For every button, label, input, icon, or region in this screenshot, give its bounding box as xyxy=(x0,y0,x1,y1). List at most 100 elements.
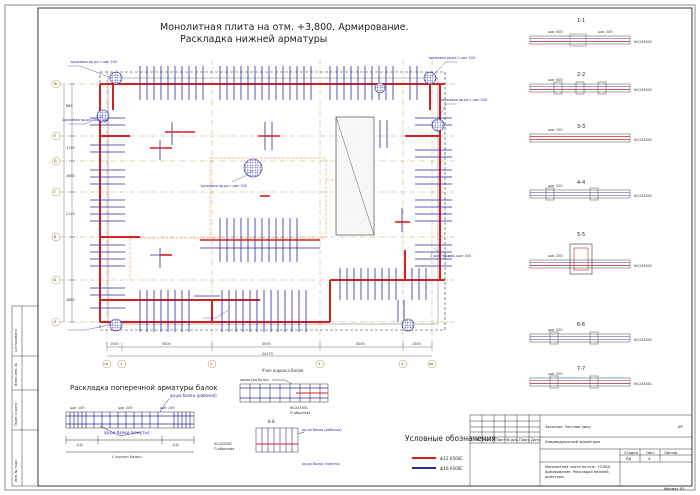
title-block xyxy=(469,414,693,487)
tb-col: Изм. xyxy=(472,438,481,442)
tb-sheets-hdr: Листов xyxy=(664,451,678,455)
section-mark: Ф12А500С xyxy=(634,194,653,198)
beam-node-label: Ф12А500С xyxy=(214,442,233,446)
section-note: шаг 200 xyxy=(598,30,613,34)
beam-stirrups-label: ар-ра балки (хомуты) xyxy=(104,430,150,435)
section-mark: Ф12А500С xyxy=(634,264,653,268)
tb-sheet-code: АР xyxy=(678,425,683,429)
legend-label-red: ф12 А500С xyxy=(440,456,463,461)
tb-col: Подп. xyxy=(519,438,530,442)
beam-stirrup-detail xyxy=(65,397,195,453)
beam-node-label: Ф12А500С xyxy=(290,406,309,410)
section-mark: Ф12А500С xyxy=(634,338,653,342)
plan-callout: 1рожевая ар-ра L шаг 200 xyxy=(70,60,117,64)
dim-left: 880 xyxy=(66,104,73,108)
beam-node-detail xyxy=(239,379,329,453)
side-stamp-label: Согласовано xyxy=(14,329,18,352)
section-note: шаг 500 xyxy=(548,78,563,82)
plan-callout: 1рожевая ар-ра L шаг 200 xyxy=(440,98,487,102)
section-title: 7-7 xyxy=(577,366,586,372)
axis-col-label: 2 xyxy=(210,362,213,366)
outer-frame xyxy=(4,4,696,491)
tb-sheet: 4 xyxy=(648,457,651,461)
dim-left: 1750 xyxy=(66,146,75,150)
section-title: 6-6 xyxy=(577,322,586,328)
beam-node-label: ар-ра балки (хомуты) xyxy=(302,462,341,466)
tb-company: Заказчик: Частное лицо xyxy=(545,425,591,429)
plan-callout: 1 рож. ар-ра L шаг 200 xyxy=(430,254,471,258)
dim-bottom: 3000 xyxy=(262,342,271,346)
legend-title: Условные обозначения xyxy=(405,434,496,443)
tb-stage-hdr: Стадия xyxy=(624,451,638,455)
beam-node-label: ар-ра балки (рабочая) xyxy=(302,428,342,432)
section-mark: Ф12А500С xyxy=(634,40,653,44)
tb-format: Формат А3 xyxy=(664,487,685,491)
side-stamp xyxy=(11,305,39,487)
beam-l4-right: 1/4L xyxy=(172,443,180,447)
tb-col: Лист xyxy=(496,438,506,442)
plan-callout: 1рожевая ар-ра L шаг 300 xyxy=(62,118,109,122)
legend-label-blue: ф16 А500С xyxy=(440,466,463,471)
section-note: шаг 100 xyxy=(548,128,563,132)
axis-col-label: 4а xyxy=(429,362,434,366)
section-title: 2-2 xyxy=(577,72,586,78)
axis-row-label: Б xyxy=(54,278,57,282)
section-note: шаг 200 xyxy=(548,372,563,376)
axis-row-label: А xyxy=(54,320,57,324)
dim-left: 2170 xyxy=(66,212,75,216)
plan-callout: 1рожевая ар-ра L шаг 200 xyxy=(428,56,475,60)
axis-row-label: В xyxy=(54,235,57,239)
beam-step-right: шаг 100 xyxy=(160,406,175,410)
section-mark: Ф12А500С xyxy=(634,138,653,142)
beam-step-mid: шаг 200 xyxy=(118,406,133,410)
beam-node-title: Узел каркаса балок xyxy=(262,368,304,373)
section-note: шаг 200 xyxy=(548,254,563,258)
dim-left: 1880 xyxy=(66,174,75,178)
tb-col: Дата xyxy=(531,438,541,442)
beam-working-label: ар-ра балки (рабочая) xyxy=(170,393,217,398)
side-stamp-label: Взам. инв. № xyxy=(14,362,18,386)
beam-step-left: шаг 100 xyxy=(70,406,85,410)
dim-bottom: 1500 xyxy=(412,342,421,346)
dim-bottom: 1500 xyxy=(110,342,119,346)
axis-row-label: Д xyxy=(54,159,57,163)
drawing-title: Монолитная плита на отм. +3,800. Армиров… xyxy=(160,22,409,33)
section-note: шаг 500 xyxy=(548,30,563,34)
plan xyxy=(51,60,457,369)
axis-col-label: 3 xyxy=(318,362,321,366)
beam-node-label: П-образная xyxy=(214,447,235,451)
section-note: шаг 200 xyxy=(548,184,563,188)
dim-bottom: 3000 xyxy=(162,342,171,346)
beam-detail-title: Раскладка поперечной арматуры балок xyxy=(70,384,218,392)
tb-sheet-hdr: Лист xyxy=(646,451,656,455)
side-stamp-label: Инв. № подл. xyxy=(14,458,18,482)
section-note: шаг 200 xyxy=(548,328,563,332)
tb-col: Кол.уч xyxy=(483,438,496,442)
axis-col-label: 1а xyxy=(104,362,109,366)
tb-col: № док. xyxy=(506,438,519,442)
dim-bottom: 3000 xyxy=(356,342,365,346)
inner-frame xyxy=(37,7,693,487)
beam-span-label: L (пролет балки) xyxy=(112,455,142,459)
section-title: 5-5 xyxy=(577,232,586,238)
section-mark: Ф12А500С xyxy=(634,382,653,386)
axis-row-label: Ж xyxy=(54,82,58,86)
beam-node-label: П-образная xyxy=(290,411,311,415)
axis-row-label: Г xyxy=(54,190,57,194)
axis-col-label: 4 xyxy=(401,362,404,366)
section-title: 4-4 xyxy=(577,180,586,186)
plan-callout: 1рожевая ар-ра L шаг 200 xyxy=(200,184,247,188)
dim-total: 24170 xyxy=(262,352,273,356)
tb-project: Индивидуальный жилой дом xyxy=(545,440,601,444)
beam-l4-left: 1/4L xyxy=(76,443,84,447)
tb-stage: РД xyxy=(626,457,631,461)
section-mark: Ф12А500С xyxy=(634,88,653,92)
axis-row-label: Е xyxy=(54,134,57,138)
axis-col-label: 1 xyxy=(120,362,123,366)
section-title: 3-3 xyxy=(577,124,586,130)
drawing-subtitle: Раскладка нижней арматуры xyxy=(180,34,328,45)
sections xyxy=(529,33,631,389)
beam-node-label: арматура балки xyxy=(240,378,269,382)
